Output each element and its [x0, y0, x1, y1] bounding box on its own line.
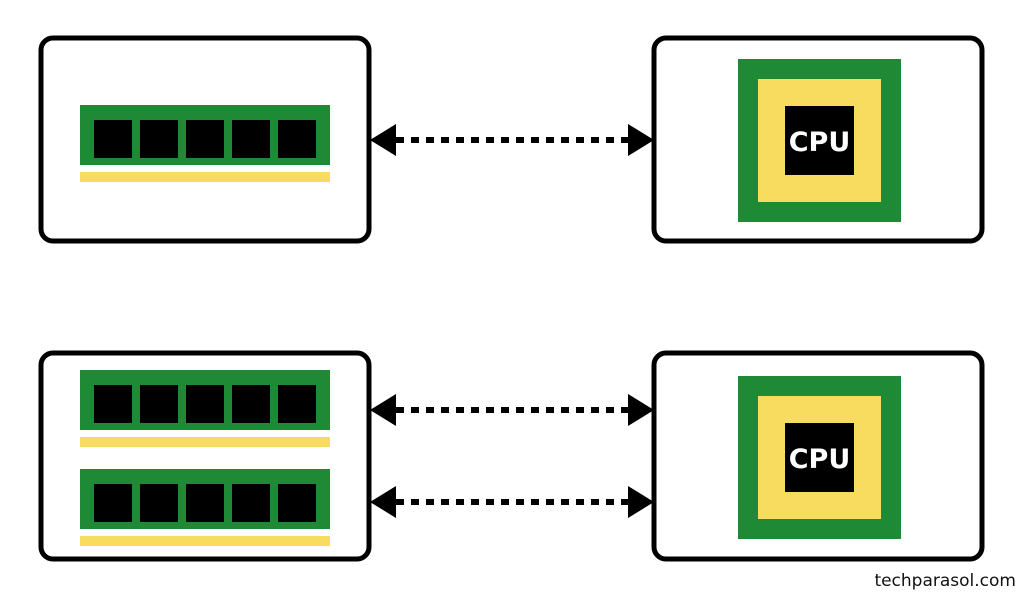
- cpu-chip-icon: CPU: [738, 59, 901, 222]
- cpu-label: CPU: [789, 444, 851, 475]
- double-headed-dotted-arrow-icon: [370, 394, 654, 426]
- cpu-label: CPU: [789, 127, 851, 158]
- watermark: techparasol.com: [874, 571, 1016, 591]
- diagram-row-1: CPU: [38, 35, 985, 244]
- double-headed-dotted-arrow-icon: [370, 124, 654, 156]
- cpu-chip-icon: CPU: [738, 376, 901, 539]
- diagram-row-2: CPU: [38, 350, 985, 562]
- double-headed-dotted-arrow-icon: [370, 486, 654, 518]
